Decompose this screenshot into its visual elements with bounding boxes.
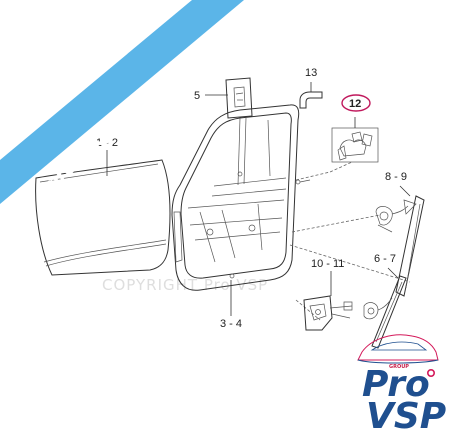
logo-line1: Pro: [362, 364, 430, 405]
outer-door-panel: [35, 159, 171, 276]
hinge-bolt: [295, 179, 311, 185]
provsp-logo: GROUP Pro VSP: [357, 334, 446, 437]
car-silhouette-icon: [357, 334, 439, 364]
door-lock: [303, 271, 353, 331]
logo-registered-icon: [426, 368, 435, 377]
callout-window-motor: 6 - 7: [374, 253, 396, 265]
callout-door-check: 5: [194, 90, 200, 102]
door-check-strap: [205, 77, 253, 119]
callout-door-frame: 3 - 4: [220, 318, 242, 330]
callout-door-lock: 10 - 11: [311, 258, 344, 270]
seal-clip: [299, 82, 323, 109]
watermark-text: COPYRIGHT Pro VSP: [102, 276, 268, 294]
highlight-ring: [341, 94, 371, 112]
window-regulator: [375, 185, 425, 297]
banner-ribbon: [0, 0, 244, 204]
callout-window-regulator: 8 - 9: [385, 171, 407, 183]
callout-seal-clip: 13: [305, 67, 317, 79]
hinge-clip-kit: [331, 94, 379, 163]
callout-outer-panel: 1 - 2: [96, 137, 118, 149]
logo-line2: VSP: [366, 396, 446, 437]
callout-hinge-clip: 12: [349, 98, 361, 110]
door-inner-frame: [171, 104, 300, 291]
logo-tagline: GROUP: [389, 364, 409, 370]
window-motor: [363, 267, 407, 349]
